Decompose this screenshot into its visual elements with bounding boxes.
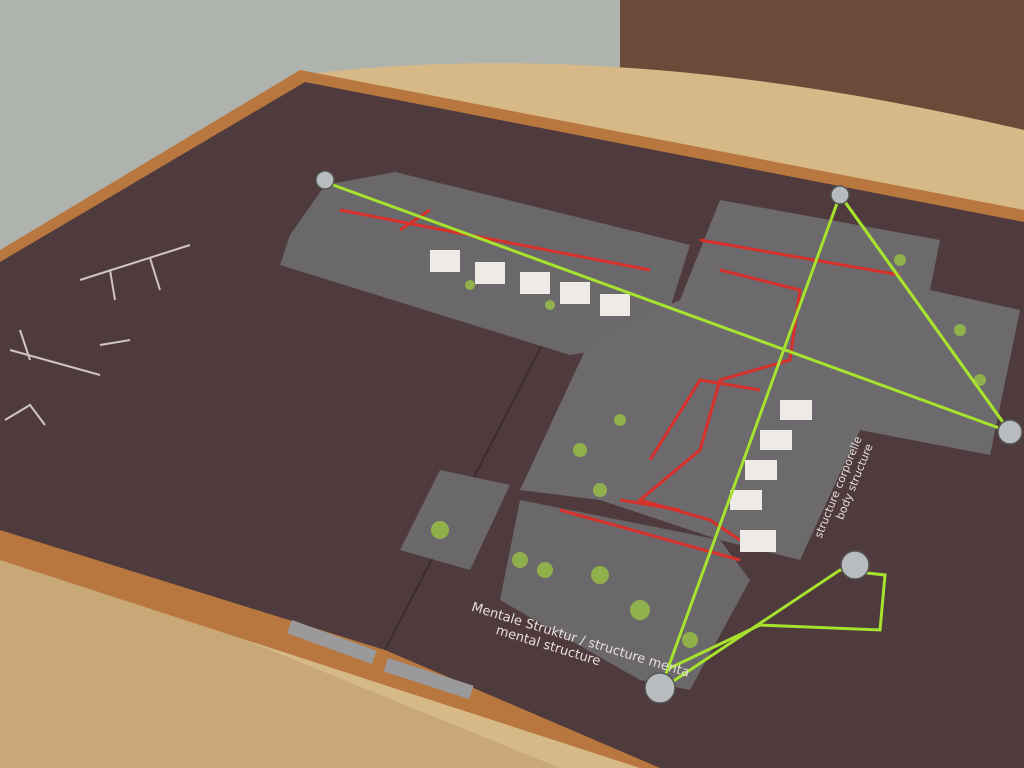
green-string-2 [838, 194, 1012, 433]
metal-pins [315, 170, 1023, 704]
hinge-right [383, 658, 474, 700]
tile-single [400, 470, 510, 570]
board-printed-figures [4, 244, 191, 426]
tile-group-body [520, 200, 1020, 560]
hinge-left [287, 620, 377, 664]
red-diagram-lines [339, 208, 901, 562]
tile-white-cards [430, 250, 812, 552]
